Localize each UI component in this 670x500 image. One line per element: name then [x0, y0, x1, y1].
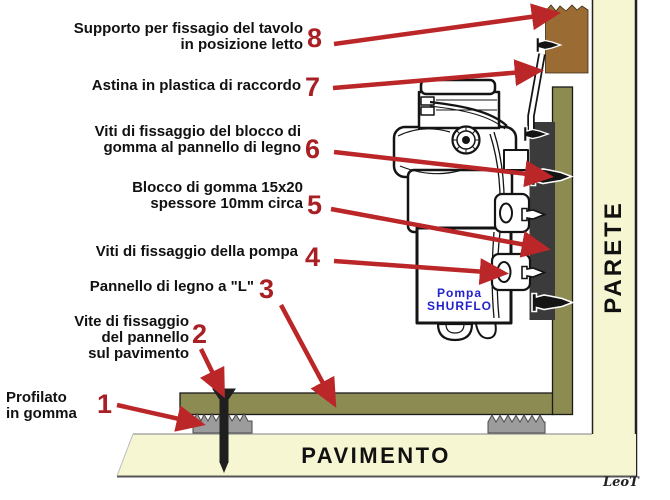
support-screw-rod	[522, 125, 551, 143]
callout-1-label: Profilato in gomma	[6, 389, 77, 422]
support-screw-top	[535, 36, 563, 54]
rubber-profiles	[192, 412, 546, 434]
callout-5-label: Blocco di gomma 15x20 spessore 10mm circ…	[132, 179, 303, 212]
callout-7-number: 7	[305, 72, 321, 102]
callout-1-number: 1	[97, 389, 113, 419]
author-signature: LeoT	[603, 475, 639, 490]
callout-4-number: 4	[305, 242, 321, 272]
callout-3-number: 3	[259, 274, 275, 304]
arrow-7	[332, 59, 544, 91]
wall-caption: PARETE	[600, 200, 627, 314]
callout-2-label: Vite di fissaggio del pannello sul pavim…	[74, 313, 189, 362]
rubber-profile-right	[487, 413, 546, 434]
wood-panel-l	[179, 86, 574, 416]
callout-5-number: 5	[307, 190, 323, 220]
callout-arrows	[116, 3, 561, 432]
callout-6-number: 6	[305, 134, 321, 164]
floor-caption: PAVIMENTO	[301, 443, 451, 468]
pump-screw-lower	[521, 265, 547, 280]
arrow-5	[330, 206, 551, 258]
pump-screw-upper	[521, 207, 547, 222]
pump-screws	[521, 207, 547, 280]
arrow-2	[198, 348, 225, 399]
floor	[116, 433, 636, 478]
pump-brand-label: Pompa SHURFLO	[427, 286, 492, 313]
callout-2-number: 2	[192, 319, 208, 349]
callout-8-label: Supporto per fissagio del tavolo in posi…	[73, 20, 303, 53]
wall	[591, 0, 638, 477]
callout-8-number: 8	[307, 23, 323, 53]
callout-6-label: Viti di fissaggio del blocco di gomma al…	[94, 123, 301, 156]
arrow-4	[333, 258, 509, 286]
plastic-rod	[527, 53, 546, 130]
block-screw-lower	[531, 292, 575, 313]
arrow-6	[333, 149, 554, 188]
callout-3-label: Pannello di legno a "L"	[89, 278, 254, 295]
rubber-block	[529, 122, 555, 320]
support-screws	[522, 36, 563, 143]
arrow-8	[333, 3, 561, 47]
arrow-3	[279, 303, 337, 408]
callout-4-label: Viti di fissaggio della pompa	[95, 243, 298, 260]
callout-7-label: Astina in plastica di raccordo	[91, 77, 301, 94]
arrow-1	[116, 402, 206, 432]
